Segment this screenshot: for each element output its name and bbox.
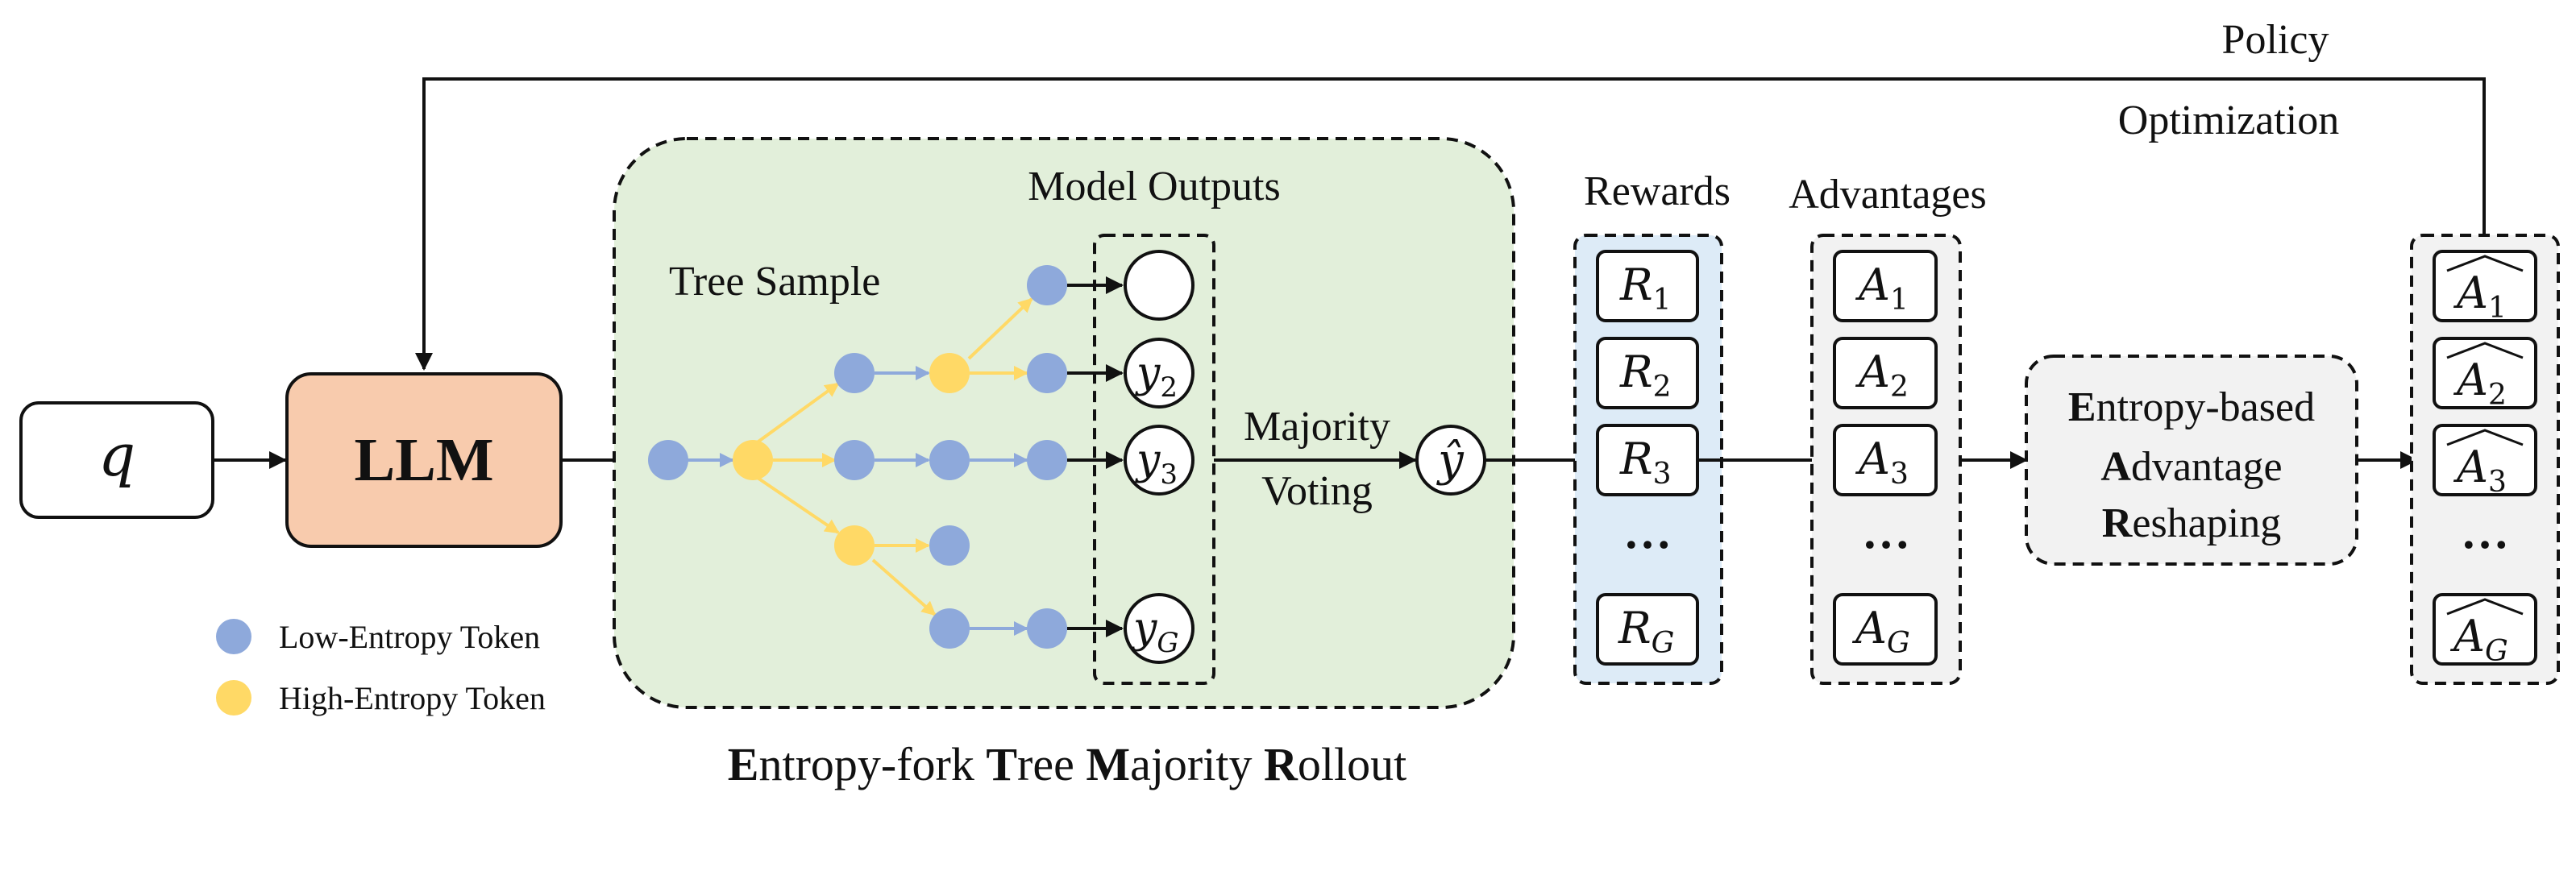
legend-low-entropy-marker [216,619,251,654]
reshaped-advantages-list: A1 A2 A3 … AG [2433,250,2537,668]
rewards-list: R1 R2 R3 … RG [1596,250,1699,666]
low-entropy-token [929,525,970,566]
output-yG [1124,593,1195,664]
hat-mark [2446,598,2524,616]
high-entropy-token [834,525,875,566]
hat-mark [2446,255,2524,272]
legend-high-entropy-label: High-Entropy Token [279,680,546,716]
tree-sample-label: Tree Sample [669,259,880,305]
advantages-list: A1 A2 A3 … AG [1833,250,1938,666]
rollout-title: Entropy-fork Tree Majority Rollout [728,738,1406,790]
reshaped-advantage-label: AG [2449,611,2508,668]
reshaped-advantage-label: A2 [2453,355,2507,412]
low-entropy-token [1027,353,1067,393]
output-y2-label: y2 [1135,349,1178,404]
tree-edge [871,558,937,616]
reshaping-line-3: Reshaping [2102,500,2281,546]
reshaped-advantage-box [2433,250,2537,322]
voted-answer-label: ŷ [1435,434,1465,487]
advantage-label: AG [1851,603,1910,660]
reward-label: R1 [1619,259,1672,317]
optimization-label: Optimization [2118,97,2339,143]
advantage-box [1833,250,1938,322]
reward-box [1596,250,1699,322]
output-y3 [1124,425,1195,496]
reshaped-advantage-ellipsis: … [2461,505,2509,558]
reshaped-advantage-box [2433,337,2537,409]
low-entropy-token [834,440,875,480]
rewards-label: Rewards [1584,168,1730,214]
low-entropy-token [648,440,688,480]
low-entropy-token [1027,440,1067,480]
reward-ellipsis: … [1623,505,1672,558]
low-entropy-token [1027,265,1067,305]
reward-label: R3 [1619,433,1672,491]
advantage-box [1833,424,1938,496]
high-entropy-token [733,440,773,480]
advantage-box [1833,593,1938,666]
reshaped-advantage-box [2433,593,2537,666]
model-outputs: y2 y3 yG [1124,250,1195,664]
tree-edge [751,382,840,447]
advantage-label: A2 [1855,346,1909,404]
tree-nodes [648,265,1067,649]
legend: Low-Entropy Token High-Entropy Token [216,619,546,716]
output-empty [1124,250,1195,321]
majority-label: Majority [1244,404,1390,450]
policy-label: Policy [2222,17,2329,63]
legend-low-entropy-label: Low-Entropy Token [279,619,540,655]
llm-label: LLM [354,426,493,494]
output-y3-label: y3 [1135,436,1178,491]
reward-box [1596,593,1699,666]
advantage-ellipsis: … [1862,505,1910,558]
query-symbol: q [98,421,135,489]
hat-mark [2446,429,2524,446]
hat-mark [2446,342,2524,359]
reward-box [1596,337,1699,409]
low-entropy-token [834,353,875,393]
low-entropy-token [929,440,970,480]
model-outputs-label: Model Outputs [1028,164,1280,209]
reshaped-advantage-label: A3 [2453,442,2507,499]
output-y2 [1124,338,1195,409]
advantage-box [1833,337,1938,409]
reshaping-line-2: Advantage [2100,444,2282,490]
reshaped-advantage-box [2433,424,2537,496]
leaf-output-arrows [1067,276,1124,637]
reshaped-advantage-label: A1 [2453,268,2507,325]
low-entropy-token [1027,608,1067,649]
voting-label: Voting [1261,468,1373,514]
high-entropy-token [929,353,970,393]
advantage-label: A1 [1855,259,1909,317]
legend-high-entropy-marker [216,680,251,716]
reward-label: RG [1618,603,1674,660]
reward-label: R2 [1619,346,1672,404]
advantage-label: A3 [1855,433,1909,491]
tree-edge [751,473,840,534]
low-entropy-token [929,608,970,649]
reshaping-line-1: Entropy-based [2068,384,2315,430]
tree-edge [967,297,1033,360]
policy-feedback-arrow [415,77,2486,371]
advantages-label: Advantages [1789,172,1986,218]
rollout-region [613,137,1515,709]
output-yG-label: yG [1132,604,1179,659]
tree-edges [668,297,1033,636]
